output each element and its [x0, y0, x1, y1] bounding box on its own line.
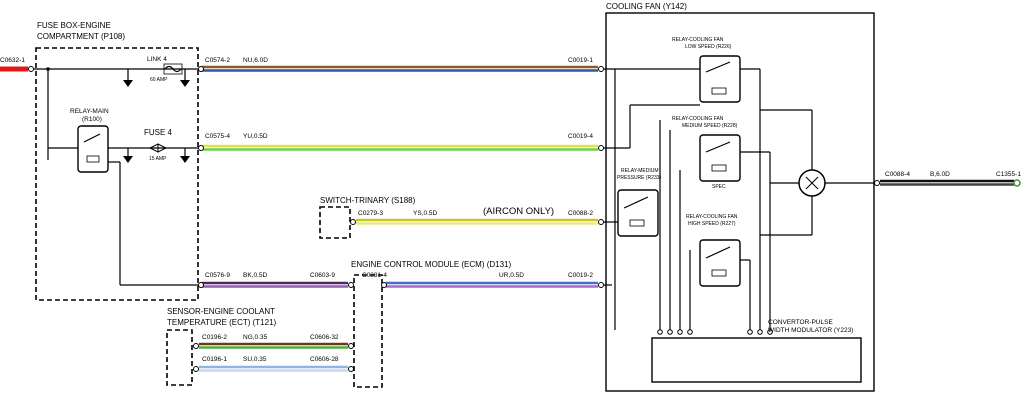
c0019-4-label: C0019-4 — [568, 133, 593, 140]
fuse4-label: FUSE 4 — [144, 128, 173, 137]
relay-pressure-label-1: RELAY-MEDIUM — [621, 168, 659, 174]
fuse-box-outline — [35, 47, 199, 301]
relay-medium-label-1: RELAY-COOLING FAN — [672, 116, 724, 122]
aircon-note: (AIRCON ONLY) — [483, 206, 554, 217]
relay-medium-box — [699, 134, 741, 182]
c0279-label: C0279-3 — [358, 210, 383, 217]
relay-medium-label-2: MEDIUM SPEED (R228) — [682, 123, 738, 129]
wire-ys-label: YS,0.5D — [413, 210, 438, 217]
link4-label: LINK 4 — [147, 56, 167, 63]
pwm-box — [651, 337, 862, 383]
wire-ys — [356, 218, 598, 225]
relay-main-box — [77, 125, 109, 173]
relay-medium-spec: SPEC — [712, 184, 726, 190]
connector-pin — [28, 66, 34, 72]
cooling-fan-title: COOLING FAN (Y142) — [606, 2, 687, 11]
c0574-label: C0574-2 — [205, 57, 230, 64]
switch-trinary-outline — [319, 206, 351, 239]
ecm-outline — [353, 274, 383, 388]
relay-high-box — [699, 239, 741, 287]
ect-title-2: TEMPERATURE (ECT) (T121) — [167, 318, 277, 327]
cooling-fan-outline — [605, 12, 875, 392]
c0576-label: C0576-9 — [205, 272, 230, 279]
c0088-4-label: C0088-4 — [885, 171, 910, 178]
c1355-label: C1355-1 — [996, 171, 1021, 178]
relay-low-label-1: RELAY-COOLING FAN — [672, 37, 724, 43]
relay-low-label-2: LOW SPEED (R226) — [685, 44, 732, 50]
wire-bk-label: BK,0.5D — [243, 272, 268, 279]
wire-yu — [202, 144, 598, 151]
c0088-2-label: C0088-2 — [568, 210, 593, 217]
c0575-label: C0575-4 — [205, 133, 230, 140]
wire-nu — [202, 65, 598, 72]
pwm-label-1: CONVERTOR-PULSE — [768, 319, 833, 326]
fan-internal-wiring — [604, 68, 874, 330]
fuse-box-title-2: COMPARTMENT (P108) — [37, 32, 125, 41]
wire-ur — [386, 281, 598, 288]
c0019-1-label: C0019-1 — [568, 57, 593, 64]
relay-low-box — [699, 55, 741, 103]
relay-high-label-1: RELAY-COOLING FAN — [686, 214, 738, 220]
c0606-28-label: C0606-28 — [310, 356, 339, 363]
link4-symbol — [164, 65, 182, 73]
relay-main-label-1: RELAY-MAIN — [70, 108, 109, 115]
wire-ng — [199, 342, 348, 349]
fuse4-rating: 15 AMP — [149, 156, 167, 162]
fuse-box-title-1: FUSE BOX-ENGINE — [37, 21, 111, 30]
c0196-1-label: C0196-1 — [202, 356, 227, 363]
c0196-2-label: C0196-2 — [202, 334, 227, 341]
pwm-pins — [657, 329, 773, 335]
pwm-label-2: WIDTH MODULATOR (Y223) — [768, 327, 853, 334]
relay-high-label-2: HIGH SPEED (R227) — [688, 221, 736, 227]
link4-rating: 60 AMP — [150, 77, 168, 83]
relay-main-label-2: (R100) — [82, 116, 102, 123]
wire-b — [880, 179, 1014, 186]
ect-title-1: SENSOR-ENGINE COOLANT — [167, 307, 275, 316]
c0331-label: C0331-4 — [362, 272, 387, 279]
c0632-label: C0632-1 — [0, 57, 25, 64]
wire-b-label: B,6.0D — [930, 171, 950, 178]
ecm-title: ENGINE CONTROL MODULE (ECM) (D131) — [351, 260, 512, 269]
wire-bk — [202, 281, 348, 288]
wire-ur-label: UR,0.5D — [499, 272, 524, 279]
switch-trinary-title: SWITCH-TRINARY (S188) — [320, 196, 416, 205]
c0603-label: C0603-9 — [310, 272, 335, 279]
wire-su — [199, 365, 348, 372]
c0019-2-label: C0019-2 — [568, 272, 593, 279]
wire-ng-label: NG,0.35 — [243, 334, 268, 341]
wire-yu-label: YU,0.5D — [243, 133, 268, 140]
c0606-32-label: C0606-32 — [310, 334, 339, 341]
relay-pressure-label-2: PRESSURE (R233) — [617, 175, 662, 181]
wire-su-label: SU,0.35 — [243, 356, 267, 363]
ect-sensor-outline — [166, 329, 193, 386]
wire-nu-label: NU,6.0D — [243, 57, 268, 64]
relay-pressure-box — [617, 189, 659, 237]
